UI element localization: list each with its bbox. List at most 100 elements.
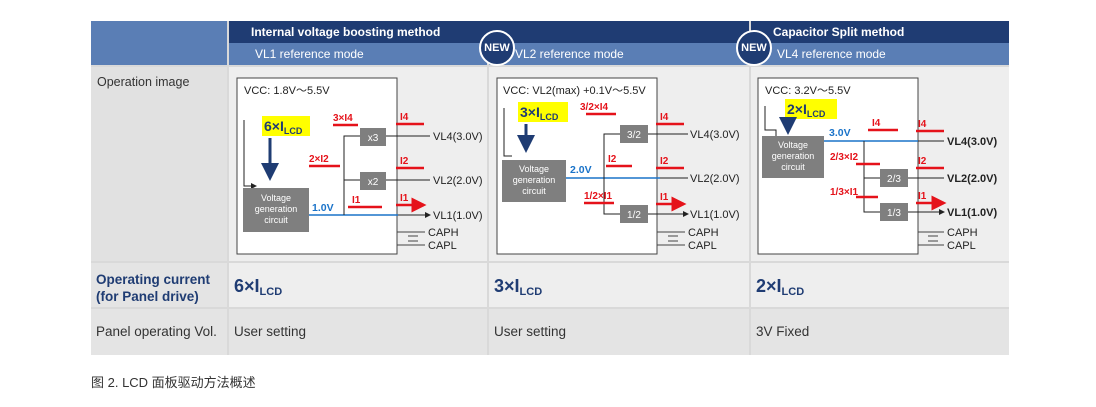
new-badge-vl4: NEW	[736, 30, 772, 66]
d2-cap-wires	[657, 231, 685, 246]
operating-current-line2: (for Panel drive)	[96, 289, 199, 304]
d1-out-i2: I2	[400, 156, 409, 167]
d3-block-line1: Voltage	[778, 140, 808, 150]
d3-block-line3: circuit	[781, 162, 805, 172]
d2-vl1: VL1(1.0V)	[690, 209, 740, 221]
d1-capl: CAPL	[428, 240, 457, 252]
d2-vl4: VL4(3.0V)	[690, 129, 740, 141]
d1-caph: CAPH	[428, 227, 459, 239]
d2-block-line3: circuit	[522, 186, 546, 196]
d2-caph: CAPH	[688, 227, 719, 239]
new-badge-vl2: NEW	[479, 30, 515, 66]
d2-cur-1-2xi1: 1/2×I1	[584, 191, 613, 202]
d2-mult-3-2-label: 3/2	[627, 130, 641, 141]
d3-vl4: VL4(3.0V)	[947, 136, 997, 148]
d2-out-i2: I2	[660, 156, 669, 167]
d3-cur-1-3xi1: 1/3×I1	[830, 187, 859, 198]
d1-cur-i1: I1	[352, 195, 361, 206]
d1-out-i4: I4	[400, 112, 409, 123]
d3-callout: 2×ILCD	[787, 101, 826, 119]
header-corner	[91, 21, 227, 65]
d2-block-line2: generation	[513, 175, 556, 185]
d2-out-i1: I1	[660, 192, 669, 203]
d1-voltage-block	[243, 188, 309, 232]
d2-feed-wires	[603, 133, 620, 215]
d1-block-line3: circuit	[264, 215, 288, 225]
d2-out-i4: I4	[660, 112, 669, 123]
d3-mult-2-3-label: 2/3	[887, 174, 901, 185]
d1-vl1: VL1(1.0V)	[433, 210, 483, 222]
d1-mult-x3-label: x3	[368, 133, 379, 144]
d3-mult-1-3-label: 1/3	[887, 208, 901, 219]
panel-voltage-vl1: User setting	[229, 309, 487, 355]
panel-voltage-label: Panel operating Vol.	[91, 309, 227, 355]
mode-vl2: VL2 reference mode	[489, 43, 749, 65]
d2-cur-3-2xi4: 3/2×I4	[580, 102, 609, 113]
d3-feed-wires	[863, 141, 880, 213]
d1-cap-wires	[397, 231, 425, 246]
current-value-vl2: 3×ILCD	[489, 263, 749, 307]
d2-mult-1-2-label: 1/2	[627, 210, 641, 221]
d2-cur-i2: I2	[608, 154, 617, 165]
d2-vcc-wire	[503, 108, 512, 157]
operating-current-label: Operating current (for Panel drive)	[91, 263, 227, 307]
d3-voltage-block	[762, 136, 824, 178]
d2-vl2: VL2(2.0V)	[690, 173, 740, 185]
operating-current-line1: Operating current	[96, 272, 211, 287]
split-method-title: Capacitor Split method	[751, 21, 1009, 43]
d2-vcc: VCC: VL2(max) +0.1V～5.5V	[503, 85, 646, 97]
d1-callout: 6×ILCD	[264, 118, 303, 136]
d3-mult-1-3	[880, 203, 908, 221]
diagram-vl4: VCC: 3.2V～5.5V 2×ILCD Voltage generation…	[757, 77, 997, 255]
current-value-vl4: 2×ILCD	[751, 263, 1009, 307]
d3-ref-voltage: 3.0V	[829, 127, 851, 139]
operation-image-label: Operation image	[91, 67, 227, 261]
d1-vcc: VCC: 1.8V～5.5V	[244, 85, 330, 97]
d3-out-i4: I4	[918, 119, 927, 130]
d3-caph: CAPH	[947, 227, 978, 239]
d2-block-line1: Voltage	[519, 164, 549, 174]
d3-current-arrows	[856, 128, 944, 203]
figure-caption: 图 2. LCD 面板驱动方法概述	[91, 375, 256, 390]
d1-vl2: VL2(2.0V)	[433, 175, 483, 187]
d2-mult-3-2	[620, 125, 648, 143]
d3-vl1: VL1(1.0V)	[947, 207, 997, 219]
d1-callout-highlight	[262, 116, 310, 136]
diagram-vl1: VCC: 1.8V～5.5V 6×ILCD Voltage generation…	[236, 77, 483, 255]
d1-cur-3xi4: 3×I4	[333, 113, 353, 124]
d3-cur-2-3xi2: 2/3×I2	[830, 152, 859, 163]
d2-capl: CAPL	[688, 240, 717, 252]
d1-vl4: VL4(3.0V)	[433, 131, 483, 143]
d3-vcc-wire	[764, 106, 777, 136]
mode-vl4: VL4 reference mode	[751, 43, 1009, 65]
d3-vcc: VCC: 3.2V～5.5V	[765, 85, 851, 97]
d1-feed-wires	[343, 135, 360, 215]
d3-vl2: VL2(2.0V)	[947, 173, 997, 185]
mode-vl1: VL1 reference mode	[229, 43, 487, 65]
d2-callout-highlight	[518, 102, 568, 122]
panel-voltage-vl2: User setting	[489, 309, 749, 355]
d1-mult-x3	[360, 128, 386, 146]
d1-ref-voltage: 1.0V	[312, 202, 334, 214]
d2-current-arrows	[584, 112, 684, 204]
d2-mult-1-2	[620, 205, 648, 223]
d3-block-line2: generation	[772, 151, 815, 161]
diagram-vl2: VCC: VL2(max) +0.1V～5.5V 3×ILCD Voltage …	[496, 77, 740, 255]
d3-mult-2-3	[880, 169, 908, 187]
d2-ref-voltage: 2.0V	[570, 164, 592, 176]
d3-capl: CAPL	[947, 240, 976, 252]
d1-mult-x2-label: x2	[368, 177, 379, 188]
d1-vcc-wire	[243, 120, 257, 189]
d3-cap-wires	[918, 231, 944, 246]
d1-block-line2: generation	[255, 204, 298, 214]
d3-out-i2: I2	[918, 156, 927, 167]
panel-voltage-vl4: 3V Fixed	[751, 309, 1009, 355]
d2-callout: 3×ILCD	[520, 104, 559, 122]
d1-mult-x2	[360, 172, 386, 190]
d2-voltage-block	[502, 160, 566, 202]
d3-cur-i4: I4	[872, 118, 881, 129]
d1-cur-2xi2: 2×I2	[309, 154, 329, 165]
d1-block-line1: Voltage	[261, 193, 291, 203]
d1-current-arrows	[309, 122, 424, 207]
